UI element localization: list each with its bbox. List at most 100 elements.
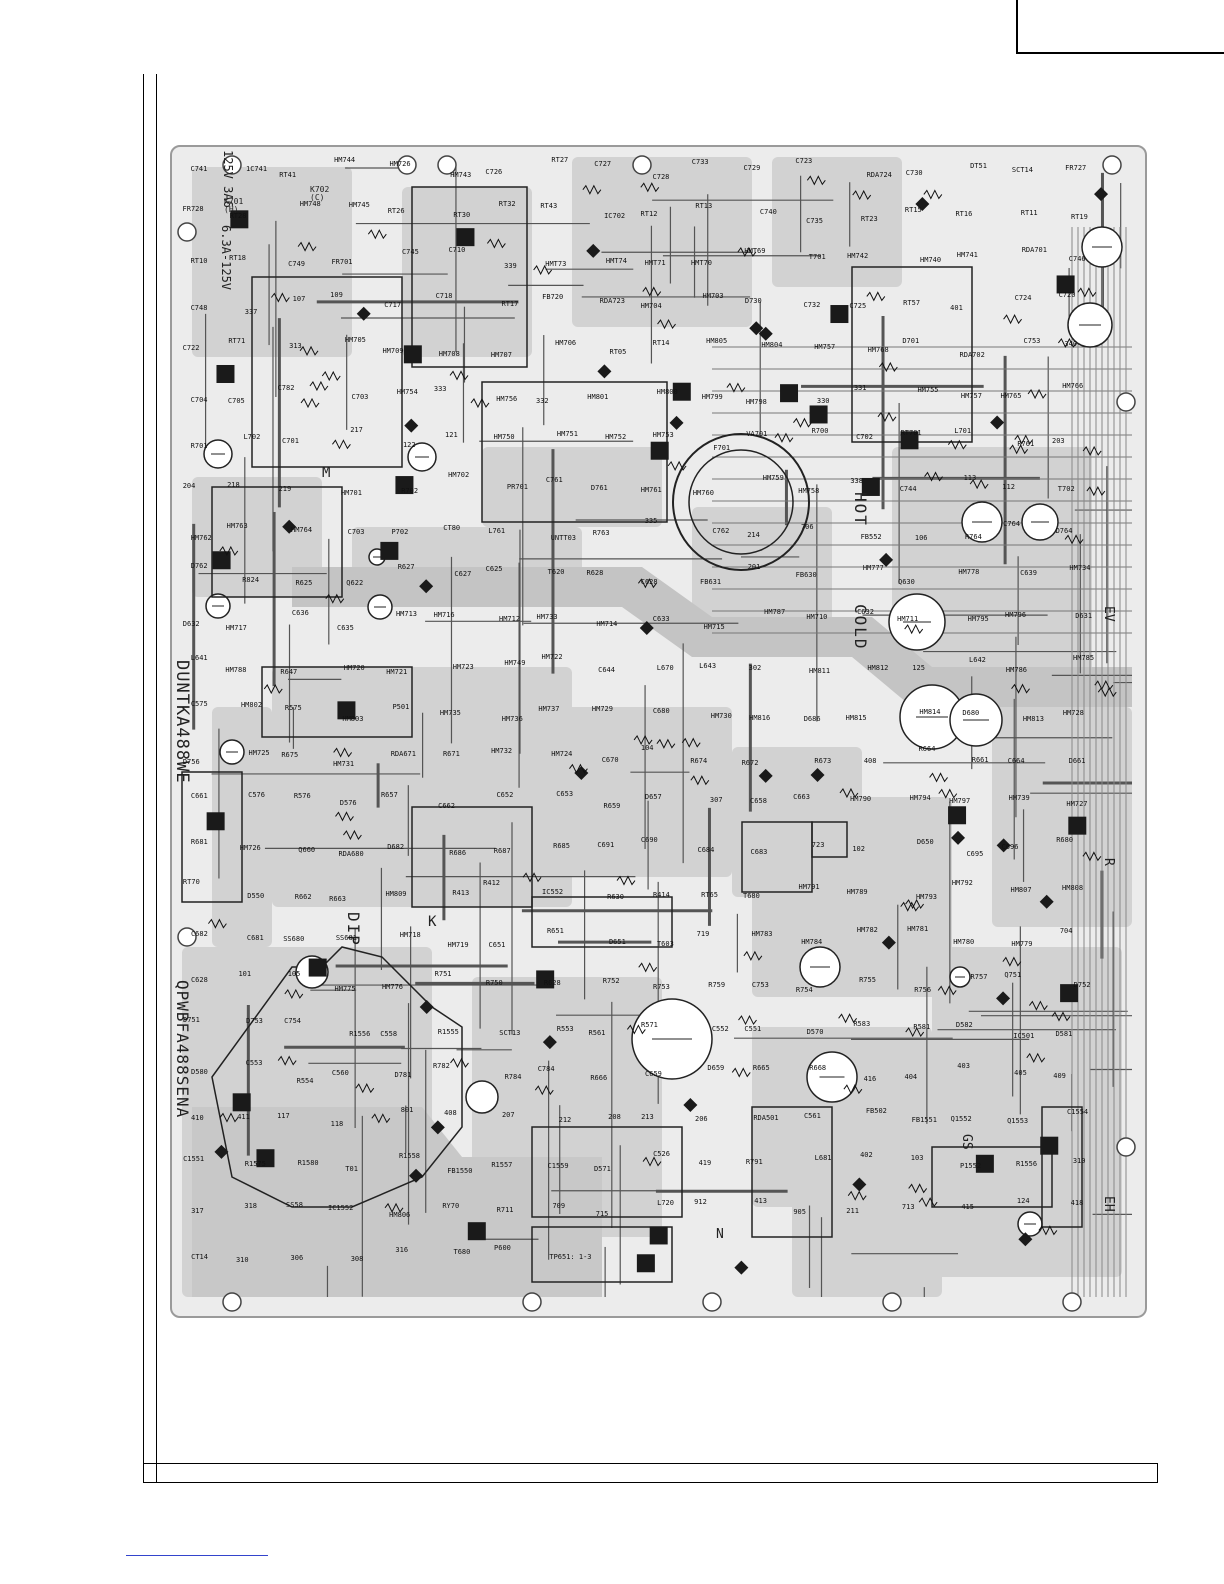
component-label: D659 <box>707 1064 725 1072</box>
component-label: C664 <box>1007 757 1025 766</box>
component-label: D661 <box>1068 757 1086 766</box>
component-label: R1558 <box>398 1152 421 1161</box>
component-label: C704 <box>190 395 208 404</box>
component-label: 332 <box>535 396 549 405</box>
component-label: P501 <box>392 703 410 712</box>
component-label: 715 <box>595 1210 609 1219</box>
component-label: HMT69 <box>744 246 766 255</box>
component-label: R763 <box>592 529 610 538</box>
component-label: 709 <box>552 1201 566 1210</box>
component-label: RDA680 <box>338 849 364 858</box>
component-label: HM705 <box>344 336 366 345</box>
component-label: 201 <box>747 563 761 572</box>
component-label: T680 <box>453 1247 471 1256</box>
component-label: 401 <box>950 303 963 312</box>
component-label: 318 <box>244 1202 258 1211</box>
component-label: RT23 <box>860 214 878 223</box>
component-label: HM784 <box>801 937 823 946</box>
component-label: HM760 <box>692 488 714 497</box>
component-label: RT16 <box>955 209 973 218</box>
component-label: HM785 <box>1073 654 1095 663</box>
component-label: C726 <box>485 168 503 177</box>
component-label: C662 <box>438 802 455 811</box>
component-label: HM733 <box>536 613 558 622</box>
component-label: R657 <box>380 790 398 799</box>
component-label: 912 <box>694 1198 707 1207</box>
component-label: 404 <box>904 1072 918 1081</box>
component-label: 122 <box>402 440 416 449</box>
component-label: 109 <box>330 291 343 300</box>
component-label: R630 <box>607 892 624 901</box>
component-label: C682 <box>190 930 208 939</box>
component-label: C732 <box>803 300 821 309</box>
component-label: 413 <box>754 1196 767 1205</box>
component-label: HM750 <box>493 432 515 441</box>
component-label: 331 <box>853 383 867 392</box>
component-label: RT12 <box>640 209 658 218</box>
component-label: HM799 <box>701 393 723 402</box>
component-label: HM811 <box>809 667 831 676</box>
pcb-board <box>170 145 1147 1318</box>
component-label: HM707 <box>490 350 512 359</box>
component-label: C701 <box>282 437 299 446</box>
component-label: RT41 <box>279 170 297 179</box>
component-label: L761 <box>488 526 506 535</box>
component-label: C526 <box>653 1149 670 1158</box>
component-label: C683 <box>750 847 768 856</box>
component-label: RDA723 <box>599 296 625 305</box>
component-label: R668 <box>809 1063 827 1072</box>
component-label: C691 <box>597 841 615 850</box>
component-label: C690 <box>640 836 658 845</box>
component-label: C761 <box>545 476 563 485</box>
component-label: HM751 <box>556 430 578 439</box>
component-label: R659 <box>603 801 621 810</box>
component-label: HM803 <box>342 714 364 723</box>
component-label: 121 <box>445 431 458 440</box>
component-label: R759 <box>708 980 726 989</box>
component-label: D701 <box>902 336 920 345</box>
mark-n: N <box>716 1227 724 1242</box>
component-label: C718 <box>435 291 453 300</box>
component-label: C684 <box>697 846 715 855</box>
component-label: SS680 <box>283 934 305 943</box>
component-label: P1552 <box>959 1161 982 1170</box>
component-label: C635 <box>336 624 354 633</box>
component-label: R575 <box>284 703 302 712</box>
component-label: HM761 <box>640 485 662 494</box>
component-label: HM720 <box>343 663 365 672</box>
component-label: HM718 <box>399 930 421 939</box>
component-label: 203 <box>1052 436 1065 445</box>
component-label: R662 <box>294 893 312 902</box>
component-label: C696 <box>1001 842 1019 851</box>
component-label: C727 <box>594 160 612 169</box>
component-label: 330 <box>816 396 830 405</box>
component-label: C576 <box>248 790 265 799</box>
component-label: HM752 <box>605 432 627 441</box>
component-label: C748 <box>190 303 208 312</box>
component-label: C632 <box>857 608 874 617</box>
component-label: HM777 <box>862 564 884 573</box>
component-label: 416 <box>863 1075 877 1084</box>
component-label: HM709 <box>382 347 404 356</box>
component-label: RDA724 <box>866 170 892 179</box>
component-label: HM726 <box>389 160 411 169</box>
component-label: RT27 <box>551 156 569 165</box>
component-label: 218 <box>227 480 240 489</box>
component-label: R757 <box>970 973 988 982</box>
component-label: 106 <box>914 534 928 543</box>
component-label: IC501 <box>1013 1031 1035 1040</box>
component-label: 307 <box>709 795 723 804</box>
component-label: R1575 <box>244 1160 266 1169</box>
component-label: RT26 <box>387 207 405 216</box>
component-label: C753 <box>751 980 769 989</box>
component-label: C1554 <box>1067 1108 1089 1117</box>
component-label: C627 <box>454 570 472 579</box>
component-label: HM797 <box>949 797 971 806</box>
component-label: C1559 <box>547 1161 569 1170</box>
component-label: HM729 <box>591 704 613 713</box>
component-label: C728 <box>652 172 670 181</box>
component-label: HM708 <box>438 350 460 359</box>
component-label: C639 <box>1020 568 1037 577</box>
component-label: HM706 <box>555 338 577 347</box>
